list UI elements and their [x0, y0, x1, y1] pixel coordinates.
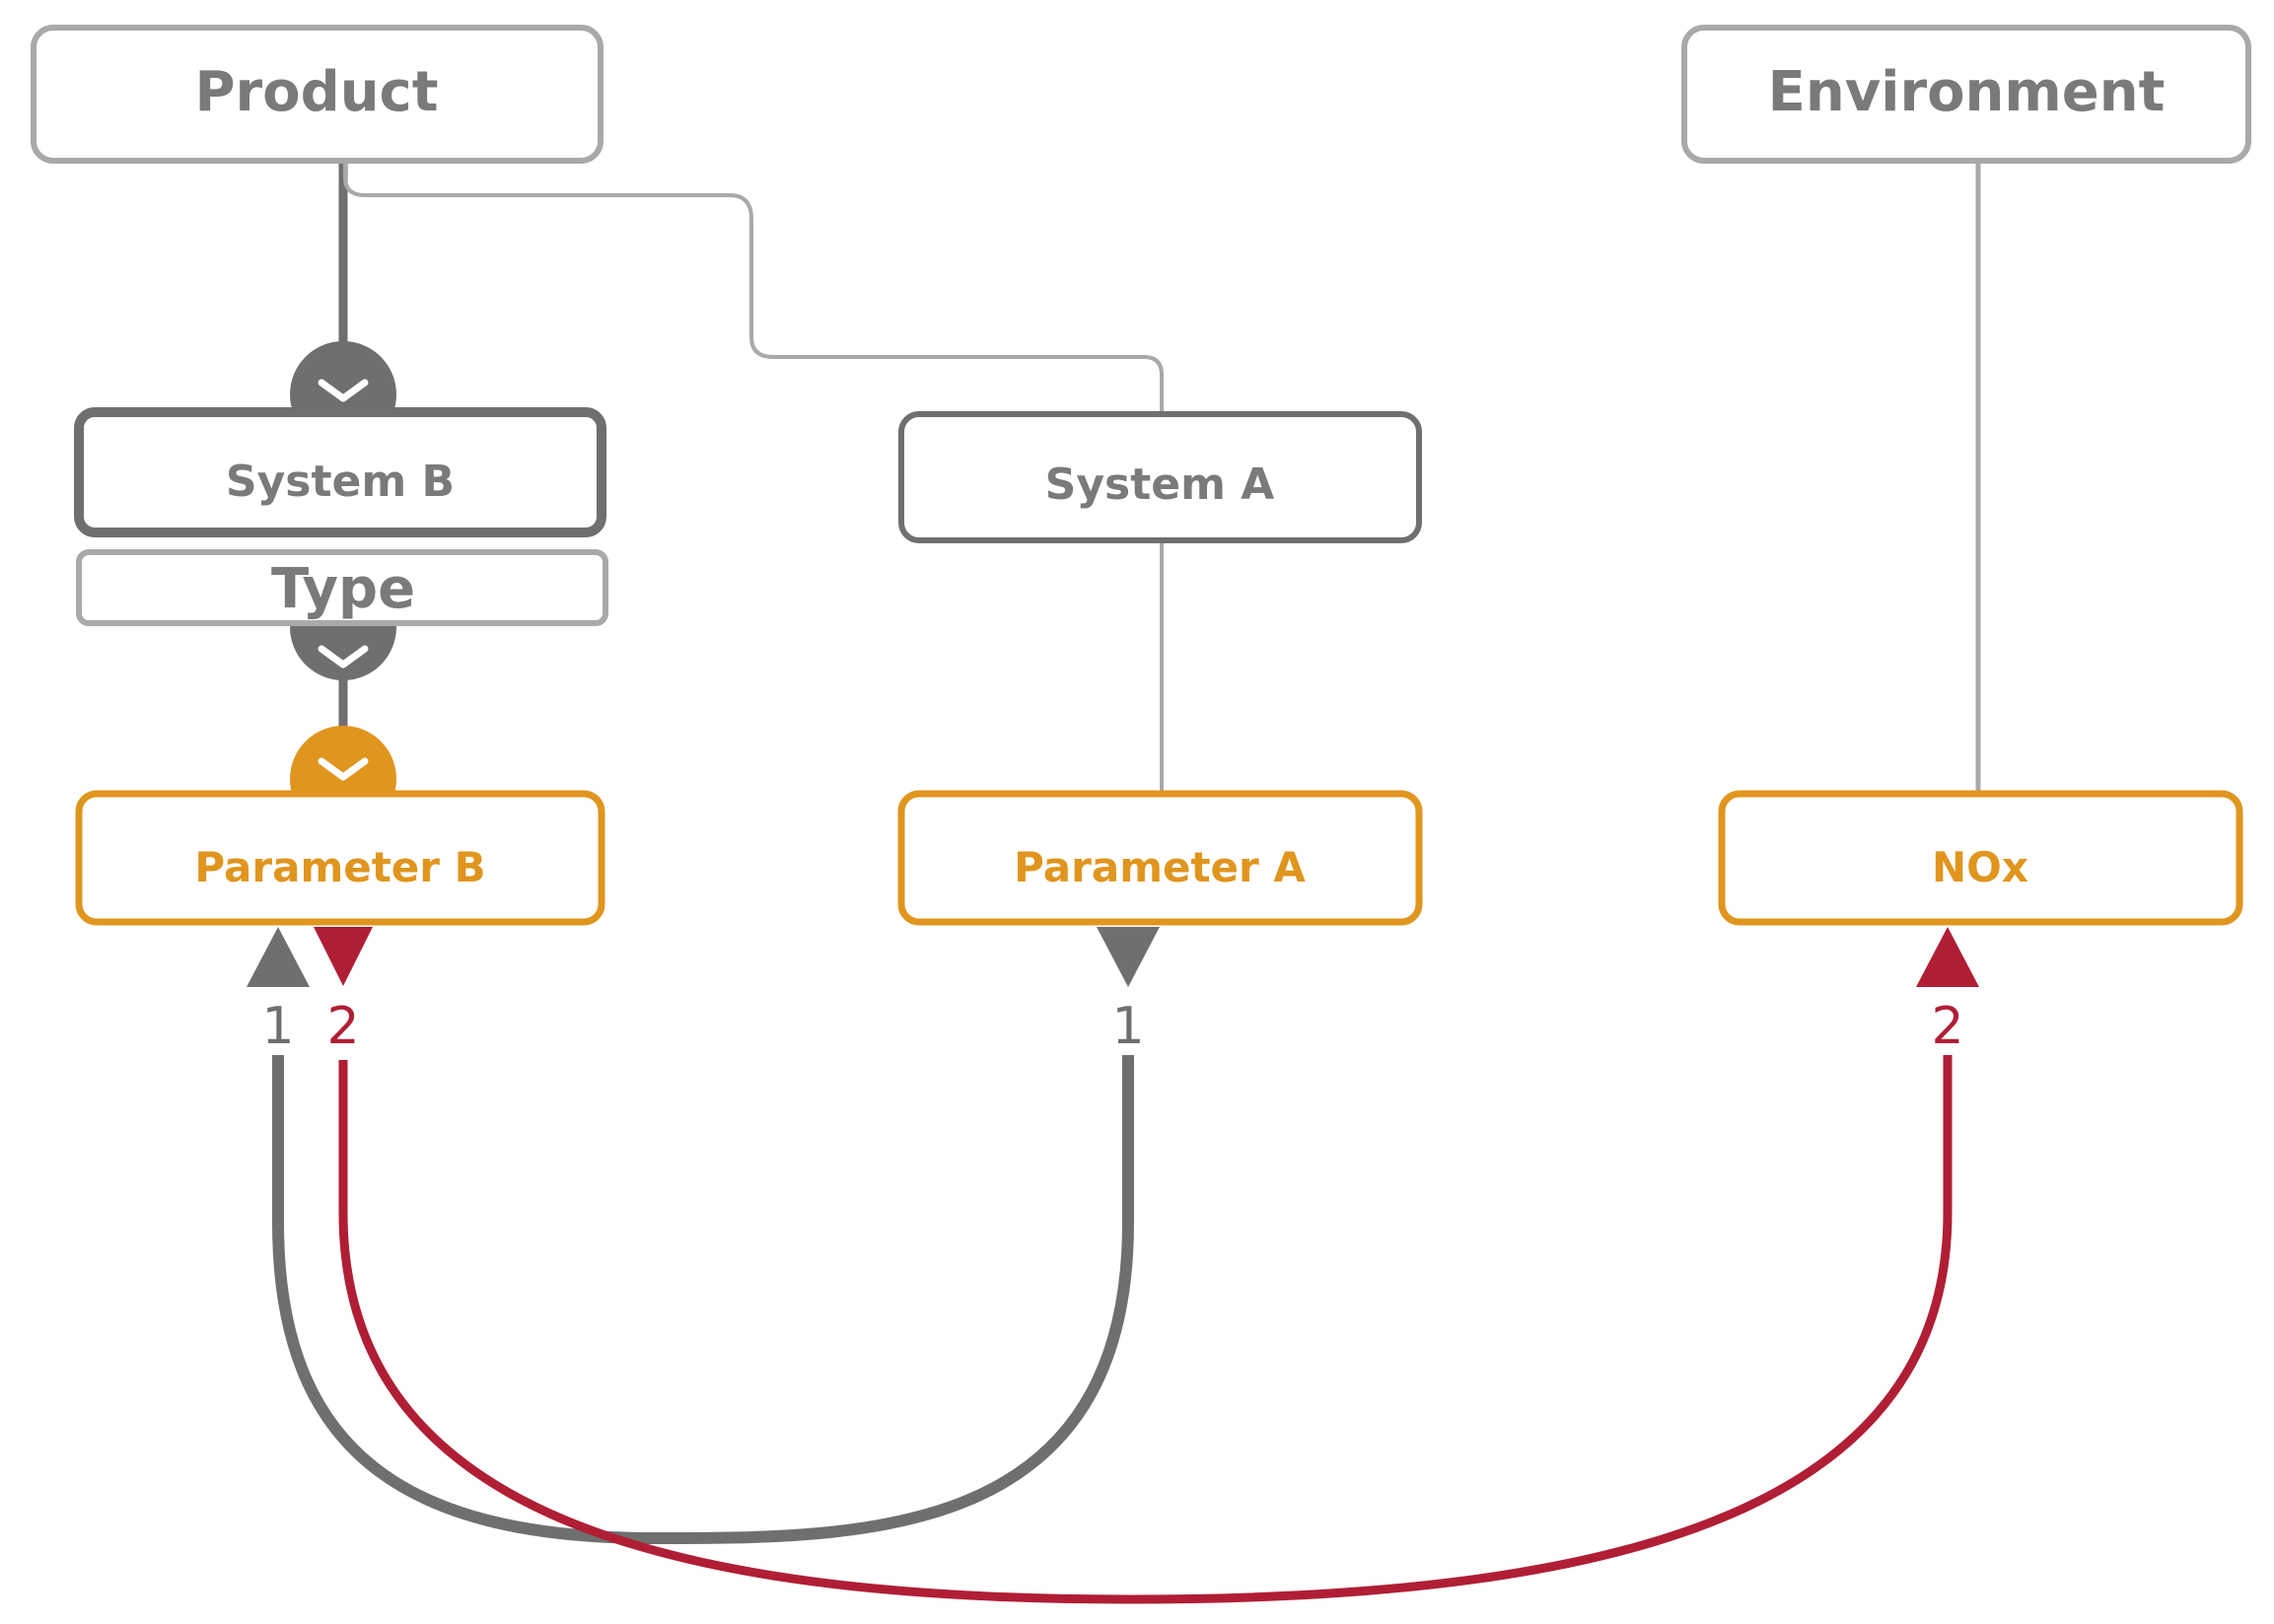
- node-environment[interactable]: Environment: [1681, 25, 2251, 164]
- node-system-a[interactable]: System A: [898, 411, 1422, 543]
- triangle-down-icon: [1097, 927, 1160, 987]
- node-nox[interactable]: NOx: [1718, 790, 2243, 926]
- link-1-start-label: 1: [261, 997, 294, 1056]
- triangle-up-icon: [247, 927, 310, 987]
- node-environment-label: Environment: [1768, 60, 2166, 124]
- chevron-down-icon: [318, 379, 369, 402]
- relation-links: [272, 1055, 1953, 1604]
- hierarchy-connectors: [338, 164, 1981, 794]
- link-2-end-label: 2: [1931, 997, 1963, 1056]
- relation-arrows: [247, 927, 1979, 987]
- node-parameter-b[interactable]: Parameter B: [75, 726, 605, 926]
- chevron-down-icon: [318, 645, 369, 669]
- node-nox-label: NOx: [1932, 843, 2028, 891]
- link-2-start-label: 2: [326, 997, 359, 1056]
- node-product[interactable]: Product: [31, 25, 604, 164]
- type-subbox[interactable]: [76, 549, 608, 626]
- node-parameter-a[interactable]: Parameter A: [897, 790, 1423, 926]
- node-type-label: Type: [271, 557, 415, 621]
- node-system-b[interactable]: System B Type: [74, 341, 608, 680]
- node-system-b-label: System B: [226, 457, 455, 507]
- link-1-end-label: 1: [1111, 997, 1144, 1056]
- link-1-curve: [272, 1055, 1134, 1545]
- node-parameter-a-label: Parameter A: [1014, 843, 1306, 891]
- triangle-up-icon: [1916, 927, 1979, 987]
- connector-product-system-a: [343, 164, 1164, 414]
- link-2-curve: [338, 1055, 1953, 1604]
- chevron-down-icon: [318, 757, 369, 781]
- node-product-label: Product: [194, 60, 438, 124]
- node-parameter-b-label: Parameter B: [194, 843, 485, 891]
- triangle-down-icon: [314, 927, 373, 986]
- node-system-a-label: System A: [1045, 459, 1275, 510]
- relation-labels: 1 2 1 2: [258, 990, 1968, 1056]
